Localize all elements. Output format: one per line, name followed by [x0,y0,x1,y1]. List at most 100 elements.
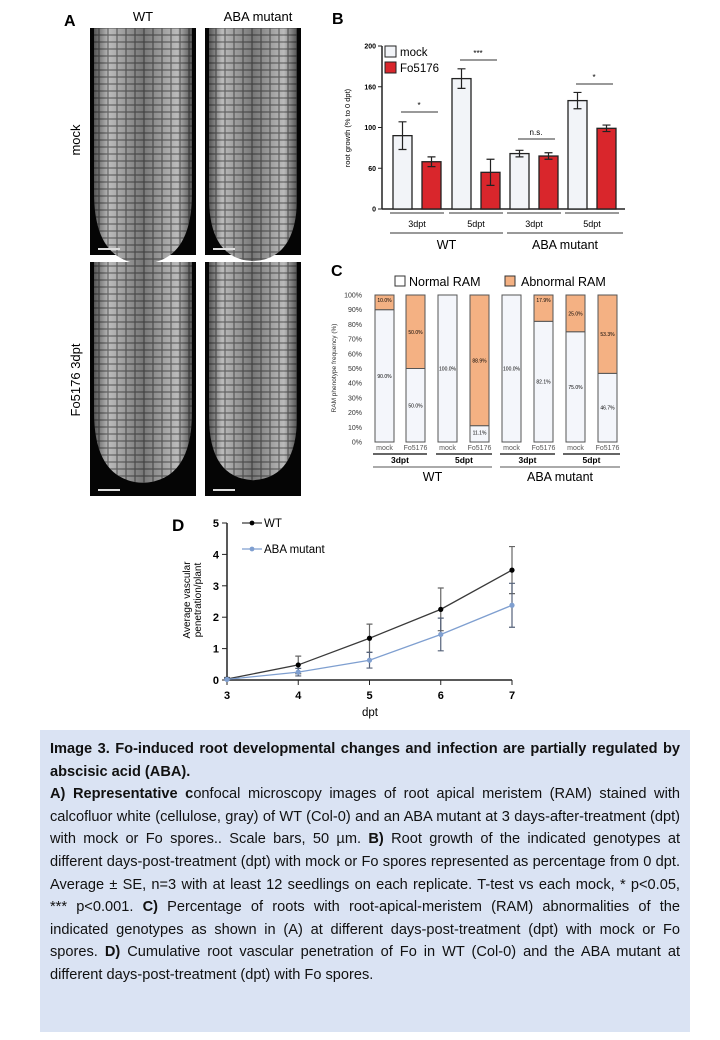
legend-label-mock: mock [400,47,428,59]
category-label: mock [567,445,584,452]
error-bar [427,156,436,168]
panel-label: B [332,11,344,28]
normal-data-label: 100.0% [439,367,457,373]
abnormal-data-label: 50.0% [408,330,423,336]
data-point [509,602,515,608]
bar-abnormal-segment [374,294,395,311]
x-tick-label: 3 [224,690,230,702]
genotype-label: WT [437,238,457,252]
bar-fo5176 [596,127,617,210]
caption-a-text: onfocal microscopy images of root apical… [50,786,680,848]
normal-data-label: 50.0% [408,403,423,409]
y-axis-label-line2: penetration/plant [193,563,204,638]
error-bar [457,68,466,89]
legend-swatch-abnormal [504,275,516,287]
normal-data-label: 11.1% [473,431,487,437]
caption-b-text: Root growth of the indicated genotypes a… [50,831,680,916]
bar-mock [509,152,530,210]
legend-label: WT [264,518,282,530]
category-label: mock [376,445,393,452]
category-label: mock [439,445,456,452]
y-tick-label: 80% [348,322,362,329]
y-tick-label: 60% [348,351,362,358]
data-point [295,669,301,675]
abnormal-data-label: 10.0% [377,298,392,304]
bar-abnormal-segment [597,294,618,374]
y-axis-label-line1: Average vascular [182,561,193,639]
row-label-mock: mock [68,124,83,156]
y-tick-label: 200 [364,44,376,51]
dpt-group-label: 3dpt [519,455,537,465]
bar-fo5176 [421,161,442,210]
y-tick-label: 0% [352,440,362,447]
data-point [366,635,373,641]
genotype-label: ABA mutant [527,470,594,484]
normal-data-label: 75.0% [568,385,583,391]
y-tick-label: 100% [344,293,362,300]
data-point [295,662,301,668]
y-tick-label: 10% [348,425,362,432]
significance-label: * [417,101,420,110]
row-label-fo: Fo5176 3dpt [68,343,83,416]
significance-label: * [592,73,595,82]
y-axis-label: RAM phenotype frequency (%) [331,324,338,413]
category-label: Fo5176 [596,445,620,452]
bar-normal-segment [501,294,522,443]
x-tick-label: 4 [295,690,302,702]
bar-abnormal-segment [469,294,490,427]
legend-swatch-normal [394,275,406,287]
caption-a-label: A) Representative c [50,786,194,803]
bar-abnormal-segment [405,294,426,369]
x-tick-label: 6 [438,690,444,702]
normal-data-label: 82.1% [536,380,551,386]
panel-label: C [331,263,343,280]
caption-d-label: D) [104,944,121,961]
dpt-group-label: 3dpt [408,219,426,229]
bar-mock [451,77,472,210]
normal-data-label: 100.0% [503,367,521,373]
error-bar [515,149,524,158]
root-cell-walls [209,262,297,481]
data-point [366,657,373,663]
panel-label: A [64,13,76,30]
normal-data-label: 90.0% [377,374,392,380]
y-tick-label: 160 [364,84,376,91]
abnormal-data-label: 53.3% [600,332,615,338]
legend-label: ABA mutant [264,544,326,556]
dpt-group-label: 5dpt [467,219,485,229]
bar-mock [567,99,588,210]
y-tick-label: 0 [213,675,219,687]
significance-label: n.s. [530,128,543,137]
legend-label-normal: Normal RAM [409,275,481,289]
y-tick-label: 40% [348,381,362,388]
dpt-group-label: 5dpt [455,455,473,465]
caption-c-label: C) [142,899,158,916]
caption-title: Image 3. Fo-induced root developmental c… [50,741,680,780]
x-tick-label: 7 [509,690,515,702]
category-label: Fo5176 [404,445,428,452]
category-label: mock [503,445,520,452]
legend-swatch-fo5176 [384,61,397,74]
dpt-group-label: 5dpt [583,219,601,229]
genotype-label: ABA mutant [532,238,599,252]
y-tick-label: 3 [213,581,219,593]
y-tick-label: 90% [348,307,362,314]
x-tick-label: 5 [366,690,372,702]
bar-normal-segment [437,294,458,443]
abnormal-data-label: 17.9% [536,298,551,304]
y-tick-label: 70% [348,337,362,344]
caption-b-label: B) [368,831,384,848]
y-tick-label: 4 [213,549,220,561]
y-tick-label: 60 [368,166,376,173]
y-tick-label: 1 [213,644,219,656]
column-label-wt: WT [133,9,153,24]
bar-abnormal-segment [533,294,554,322]
y-tick-label: 5 [213,518,219,530]
column-label-aba: ABA mutant [224,9,293,24]
y-tick-label: 100 [364,125,376,132]
y-tick-label: 30% [348,395,362,402]
